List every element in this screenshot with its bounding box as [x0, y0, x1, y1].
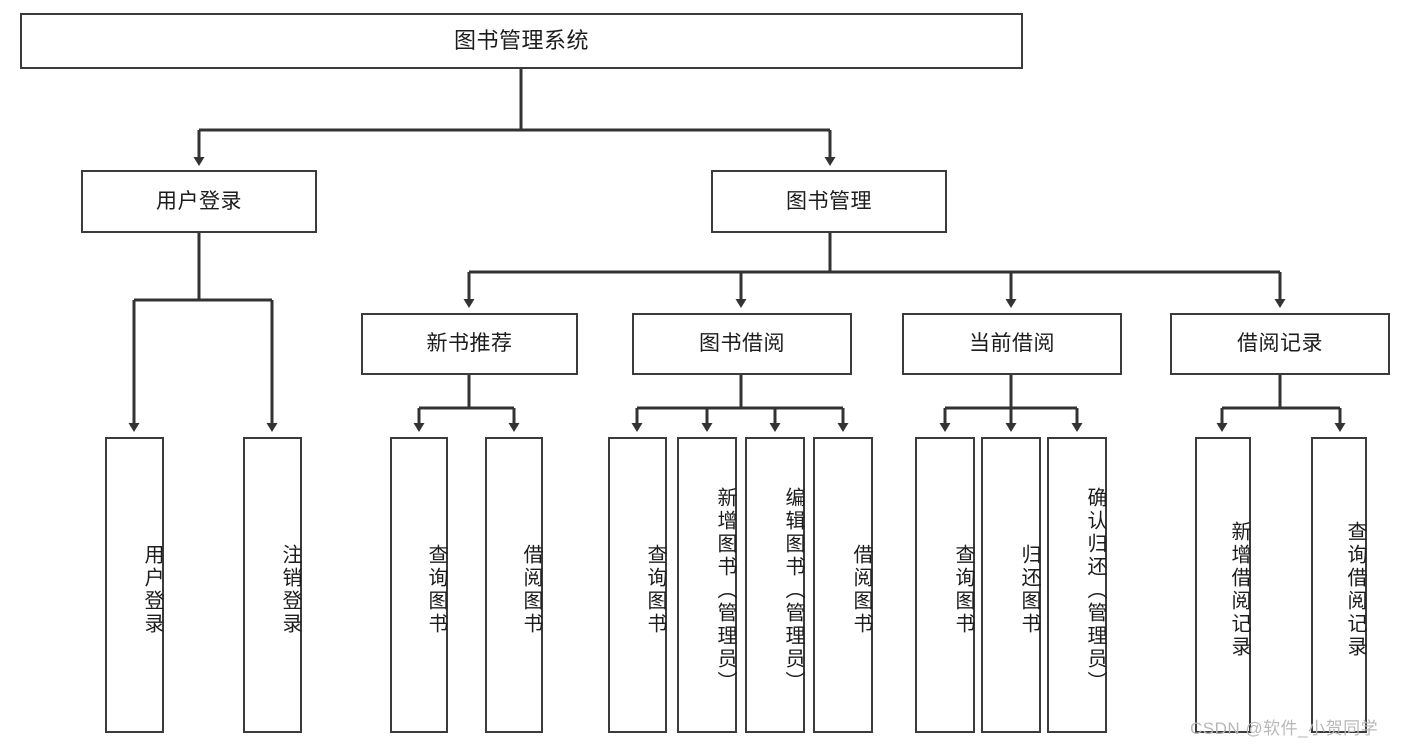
leaf-current-return-book[interactable]: 归还图书: [981, 437, 1041, 733]
node-current-borrow[interactable]: 当前借阅: [902, 313, 1122, 375]
leaf-user-login-signout[interactable]: 注销登录: [243, 437, 302, 733]
leaf-user-login-signin[interactable]: 用户登录: [105, 437, 164, 733]
leaf-record-add[interactable]: 新增借阅记录: [1195, 437, 1251, 733]
leaf-borrow-add-book-admin[interactable]: 新增图书（管理员）: [677, 437, 737, 733]
leaf-borrow-borrow-book[interactable]: 借阅图书: [813, 437, 873, 733]
node-user-login[interactable]: 用户登录: [81, 170, 317, 233]
leaf-new-book-query[interactable]: 查询图书: [390, 437, 448, 733]
node-book-management[interactable]: 图书管理: [711, 170, 947, 233]
leaf-borrow-edit-book-admin[interactable]: 编辑图书（管理员）: [745, 437, 805, 733]
node-new-book-recommend[interactable]: 新书推荐: [361, 313, 578, 375]
node-root-system[interactable]: 图书管理系统: [20, 13, 1023, 69]
leaf-current-confirm-return-admin[interactable]: 确认归还（管理员）: [1047, 437, 1107, 733]
leaf-current-query-book[interactable]: 查询图书: [915, 437, 975, 733]
csdn-watermark: CSDN @软件_小贺同学: [1190, 719, 1379, 738]
leaf-new-book-borrow[interactable]: 借阅图书: [485, 437, 543, 733]
node-borrow-record[interactable]: 借阅记录: [1170, 313, 1390, 375]
leaf-borrow-query-book[interactable]: 查询图书: [608, 437, 667, 733]
leaf-record-query[interactable]: 查询借阅记录: [1311, 437, 1367, 733]
node-book-borrow[interactable]: 图书借阅: [632, 313, 852, 375]
